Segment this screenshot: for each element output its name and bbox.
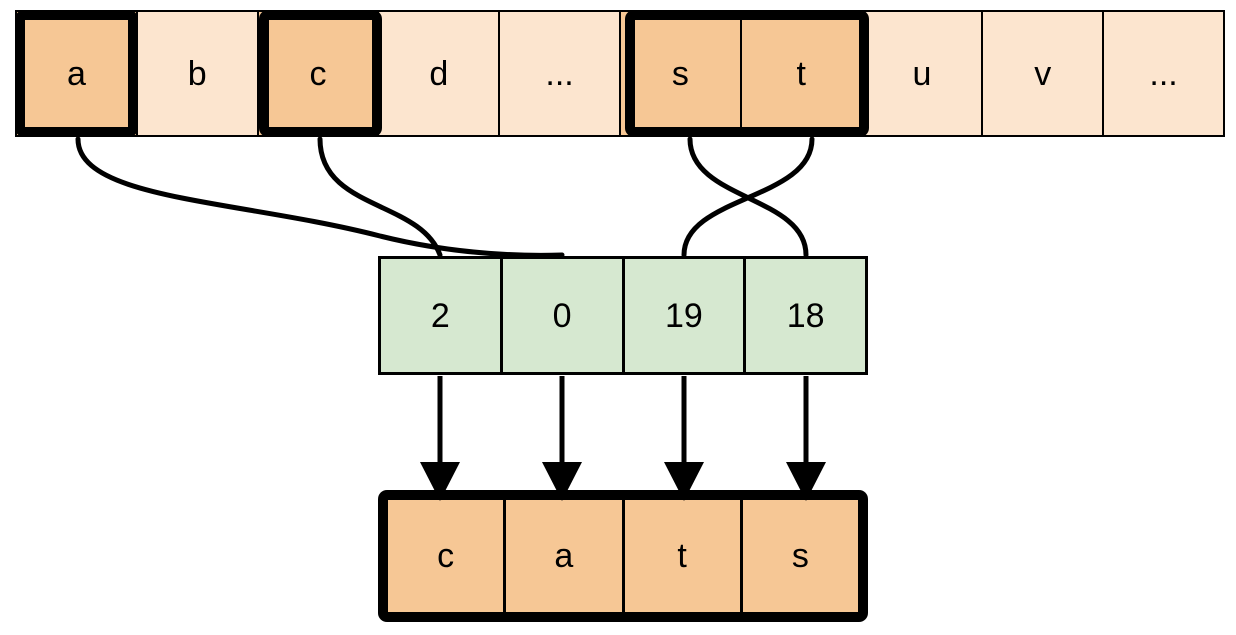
curve-t-to-index (681, 136, 815, 258)
alphabet-cell-label: t (796, 54, 806, 93)
index-cell-value: 0 (552, 296, 572, 335)
alphabet-cell-d[interactable]: d (377, 10, 501, 137)
alphabet-row: a b c d ... s t u v ... (15, 10, 1225, 137)
index-cell-value: 19 (664, 296, 703, 335)
output-cell[interactable]: s (739, 500, 858, 612)
alphabet-cell-s[interactable]: s (618, 10, 742, 137)
alphabet-cell-label: ... (545, 54, 574, 93)
alphabet-cell-label: a (66, 54, 86, 93)
output-cell-label: s (791, 537, 809, 575)
index-cell[interactable]: 0 (499, 256, 625, 375)
alphabet-cell-t[interactable]: t (739, 10, 863, 137)
alphabet-cell-v[interactable]: v (981, 10, 1105, 137)
output-cell[interactable]: a (503, 500, 622, 612)
alphabet-cell-label: d (429, 54, 449, 93)
output-cell[interactable]: t (621, 500, 740, 612)
alphabet-cell-label: s (671, 54, 689, 93)
output-cell-label: t (677, 537, 687, 575)
alphabet-cell-label: v (1034, 54, 1052, 93)
index-cell[interactable]: 2 (378, 256, 503, 375)
index-cell-value: 18 (786, 296, 825, 335)
alphabet-cell-ellipsis-2[interactable]: ... (1102, 10, 1225, 137)
curve-c-to-index (317, 136, 443, 258)
output-cell-label: a (554, 537, 574, 575)
alphabet-cell-u[interactable]: u (860, 10, 984, 137)
index-cell-value: 2 (430, 296, 450, 335)
alphabet-cell-ellipsis-1[interactable]: ... (498, 10, 621, 137)
alphabet-cell-label: b (187, 54, 207, 93)
output-row: c a t s (378, 490, 868, 622)
alphabet-cell-c[interactable]: c (256, 10, 380, 137)
curve-a-to-index (75, 136, 565, 258)
alphabet-cell-label: c (309, 54, 327, 93)
alphabet-cell-b[interactable]: b (135, 10, 259, 137)
curve-s-to-index (687, 136, 809, 258)
output-cell-label: c (437, 537, 455, 575)
output-cell[interactable]: c (388, 500, 504, 612)
index-cell[interactable]: 18 (743, 256, 868, 375)
index-array: 2 0 19 18 (378, 256, 868, 375)
alphabet-cell-label: u (912, 54, 932, 93)
alphabet-cell-label: ... (1149, 54, 1178, 93)
index-cell[interactable]: 19 (621, 256, 747, 375)
alphabet-cell-a[interactable]: a (15, 10, 138, 137)
